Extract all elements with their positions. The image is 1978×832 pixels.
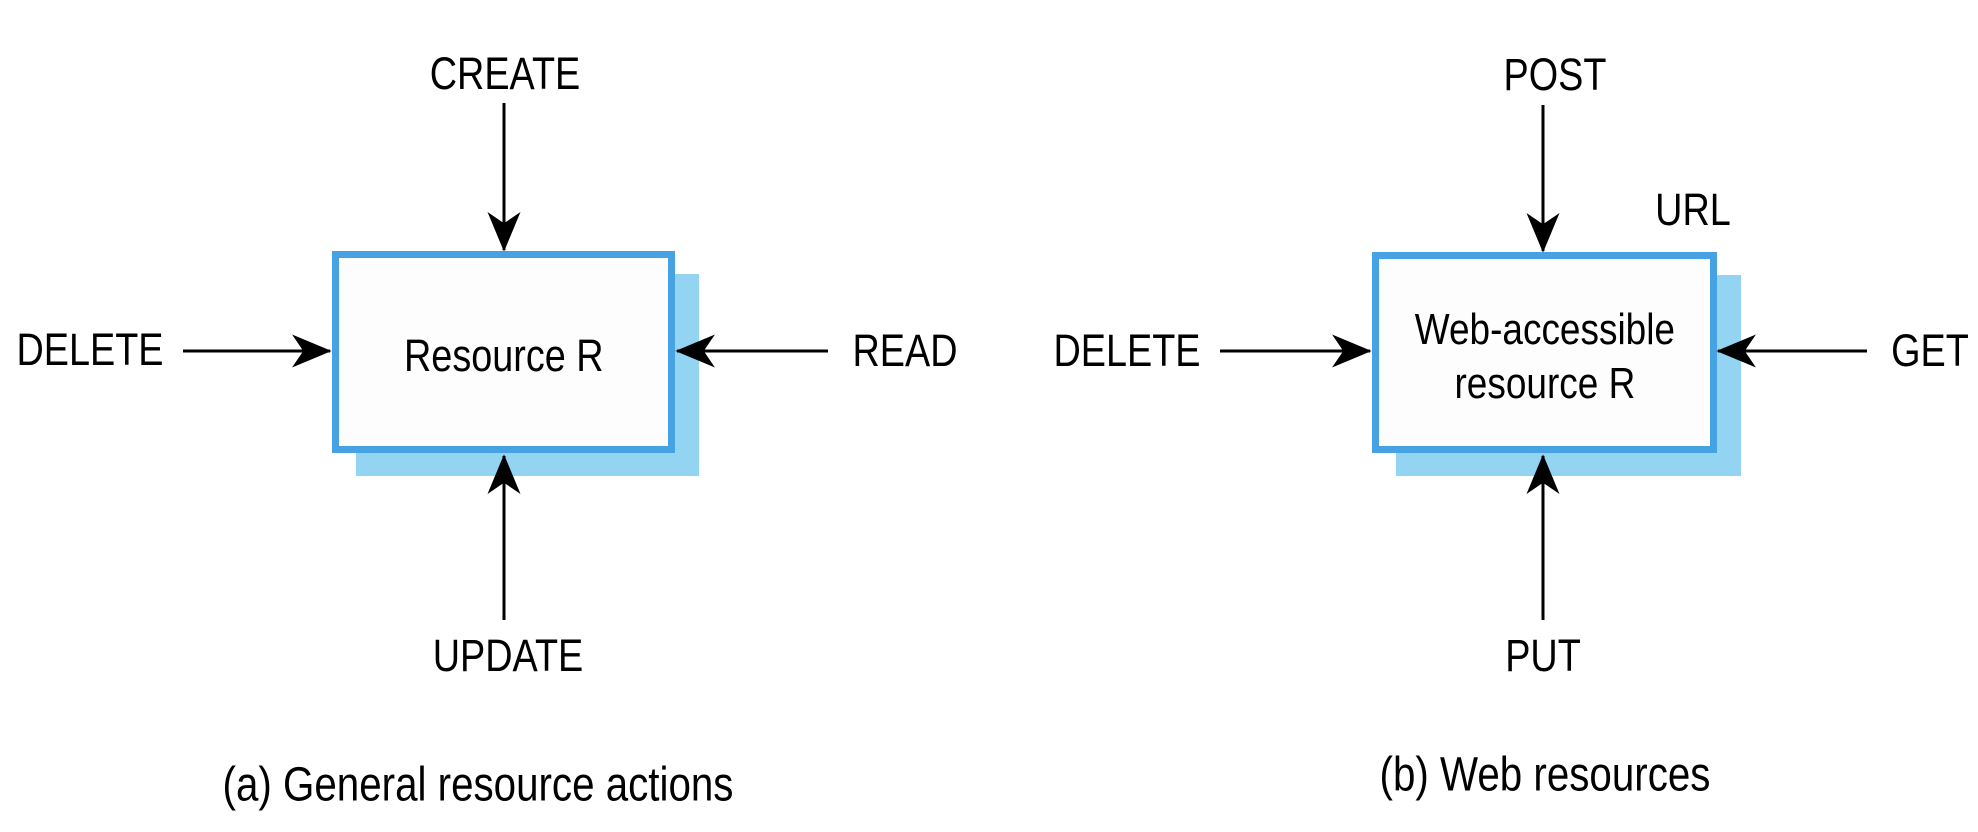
read-action-label: READ: [852, 325, 958, 376]
url-label: URL: [1655, 184, 1731, 235]
delete-action-label-web: DELETE: [1053, 325, 1201, 376]
put-action-label: PUT: [1505, 630, 1581, 681]
update-action-label: UPDATE: [432, 630, 584, 681]
resource-box-web: Web-accessible resource R: [1372, 252, 1717, 453]
resource-box-general: Resource R: [332, 251, 675, 453]
caption-general-resource-actions: (a) General resource actions: [222, 758, 734, 812]
resource-box-web-label: Web-accessible resource R: [1414, 303, 1674, 411]
post-action-label: POST: [1503, 49, 1607, 100]
resource-box-web-label-line1: Web-accessible: [1414, 304, 1675, 354]
create-action-label: CREATE: [429, 48, 581, 99]
caption-web-resources: (b) Web resources: [1379, 748, 1711, 802]
delete-action-label-general: DELETE: [16, 324, 164, 375]
resource-box-web-label-line2: resource R: [1454, 358, 1635, 408]
resource-box-general-label: Resource R: [403, 330, 604, 381]
get-action-label: GET: [1891, 325, 1969, 376]
